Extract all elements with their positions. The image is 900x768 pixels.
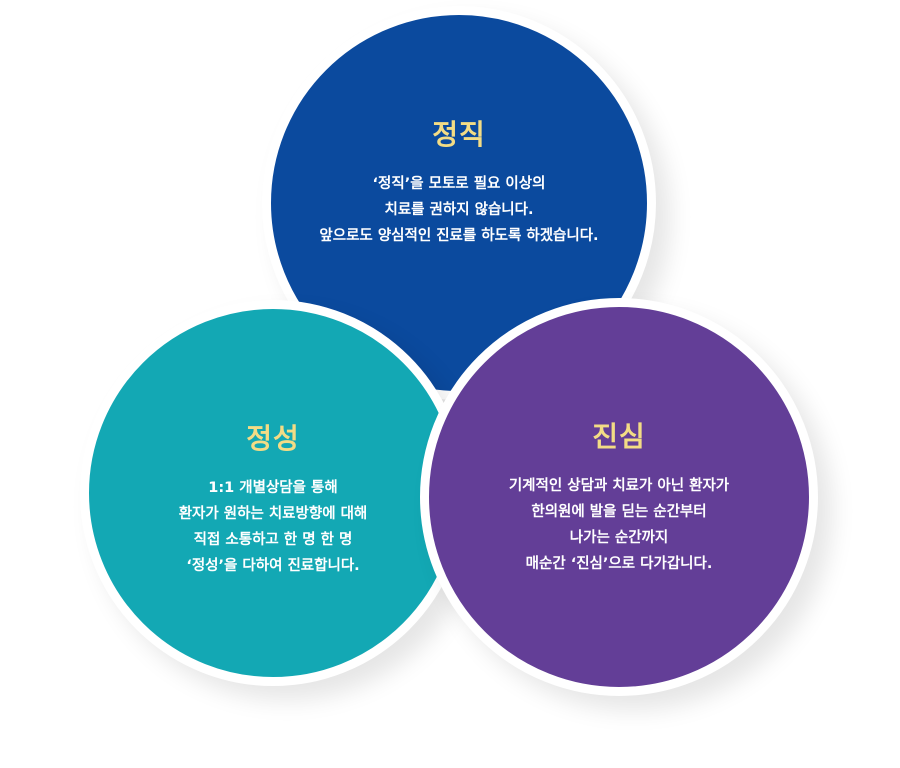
circle-heart-line: 기계적인 상담과 치료가 아닌 환자가	[508, 478, 730, 494]
circle-honesty-line: 치료를 권하지 않습니다.	[384, 202, 534, 218]
circle-heart-title: 진심	[592, 420, 646, 453]
circle-heart-line: 한의원에 발을 딛는 순간부터	[531, 504, 707, 520]
circle-care-line: ‘정성’을 다하여 진료합니다.	[186, 558, 360, 574]
circle-honesty-line: 앞으로도 양심적인 진료를 하도록 하겠습니다.	[319, 228, 599, 244]
circle-sincerity-heart: 진심 기계적인 상담과 치료가 아닌 환자가 한의원에 발을 딛는 순간부터 나…	[420, 298, 818, 696]
circle-honesty-line: ‘정직’을 모토로 필요 이상의	[372, 176, 546, 192]
circle-care-line: 환자가 원하는 치료방향에 대해	[178, 506, 368, 522]
circle-care-line: 직접 소통하고 한 명 한 명	[193, 532, 353, 548]
circle-sincerity-care: 정성 1:1 개별상담을 통해 환자가 원하는 치료방향에 대해 직접 소통하고…	[80, 300, 466, 686]
circle-heart-line: 매순간 ‘진심’으로 다가갑니다.	[525, 556, 713, 572]
circle-care-title: 정성	[246, 422, 300, 455]
circle-honesty-title: 정직	[432, 118, 486, 151]
circle-care-line: 1:1 개별상담을 통해	[208, 480, 338, 496]
circle-heart-line: 나가는 순간까지	[569, 530, 669, 546]
